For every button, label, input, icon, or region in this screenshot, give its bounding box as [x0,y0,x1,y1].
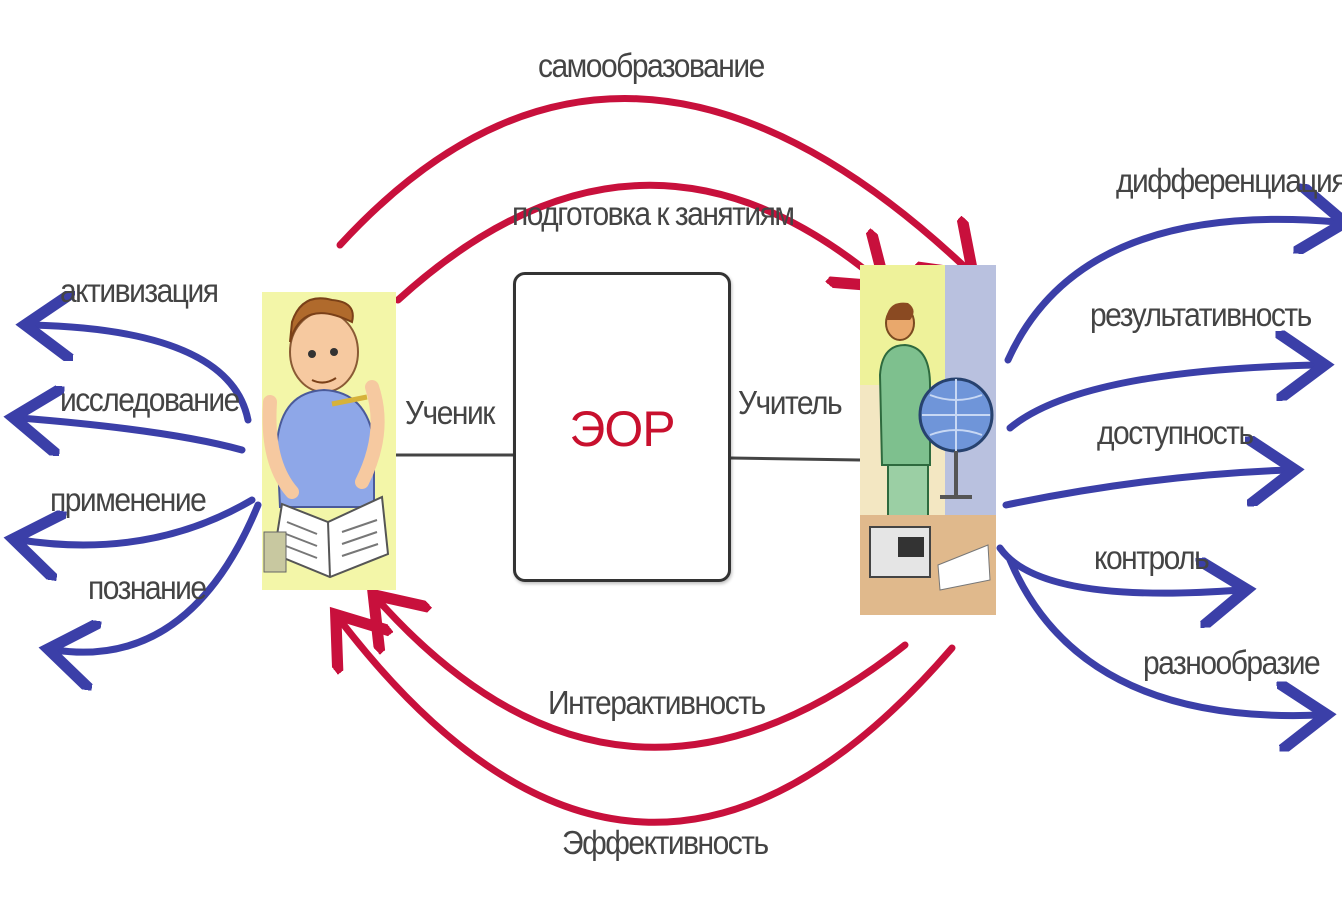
label-control: контроль [1094,540,1210,577]
label-application: применение [50,482,207,519]
role-teacher: Учитель [738,385,843,422]
label-research: исследование [60,382,240,419]
arrow-productivity [1006,365,1318,432]
label-cognition: познание [88,570,207,607]
role-student: Ученик [405,395,495,432]
center-box: ЭОР [513,272,731,582]
teacher-clipart-icon [860,265,996,615]
teacher-connector-line [730,456,861,462]
label-interactivity: Интерактивность [548,685,766,722]
student-clipart-icon [262,292,396,590]
label-accessibility: доступность [1097,415,1254,452]
arrow-activation [32,325,252,424]
label-variety: разнообразие [1143,645,1321,682]
arrow-accessibility [1002,470,1288,509]
arrow-research [20,418,246,450]
label-productivity: результативность [1090,297,1312,334]
label-lesson-prep: подготовка к занятиям [512,196,795,233]
arrow-self-education [336,95,968,270]
label-differentiation: дифференциация [1116,163,1342,200]
arrow-variety [1006,556,1320,716]
label-effectiveness: Эффективность [562,825,769,862]
center-label: ЭОР [569,401,675,457]
arrow-lesson-prep [394,181,880,304]
arrow-interactivity [378,600,909,751]
arrow-differentiation [1004,219,1338,364]
label-activation: активизация [60,273,219,310]
arrow-application [20,496,256,545]
label-self-education: самообразование [538,48,765,85]
arrow-effectiveness [340,620,956,826]
arrow-cognition [55,501,262,652]
